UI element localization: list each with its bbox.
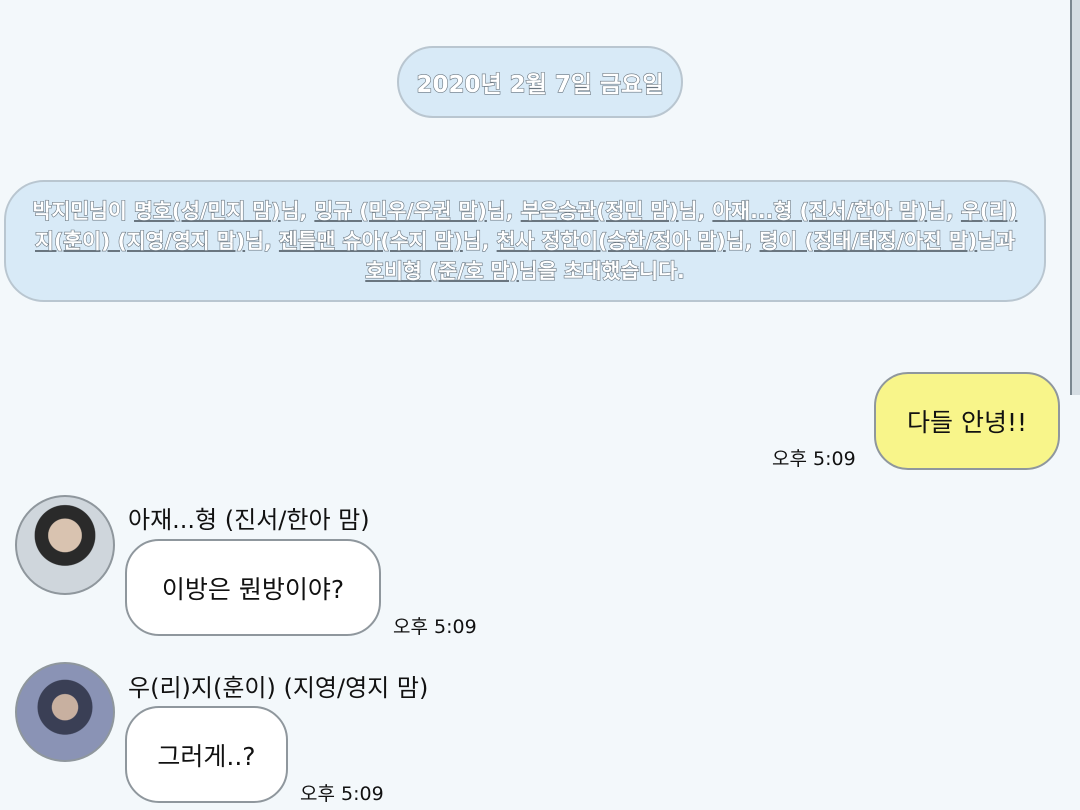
invitee-link[interactable]: 명호(성/민지 맘) [133, 198, 281, 223]
sender-name: 우(리)지(훈이) (지영/영지 맘) [128, 674, 429, 702]
invitee-link[interactable]: 밍규 (민우/우권 맘) [314, 198, 488, 223]
invitee-link[interactable]: 부은승관(정민 맘) [520, 198, 679, 223]
message-text: 이방은 뭔방이야? [161, 574, 345, 604]
scrollbar[interactable] [1070, 0, 1080, 395]
invitee-link[interactable]: 호비형 (준/호 맘) [365, 258, 520, 283]
invitee-suffix: 님, [678, 198, 713, 223]
message-text: 그러게..? [157, 741, 256, 771]
message-text: 다들 안녕!! [907, 408, 1027, 437]
my-message-bubble[interactable]: 다들 안녕!! [874, 372, 1060, 470]
invitee-link[interactable]: 천사 정한이(승한/정아 맘) [496, 228, 726, 253]
inviter: 박지민님이 [32, 198, 135, 223]
invitee-link[interactable]: 젠틀맨 슈아(수지 맘) [278, 228, 463, 253]
date-divider: 2020년 2월 7일 금요일 [397, 46, 683, 118]
invitee-link[interactable]: 아재...형 (진서/한아 맘) [712, 198, 928, 223]
invitee-suffix: 님, [462, 228, 497, 253]
invitee-suffix: 님, [725, 228, 760, 253]
date-text: 2020년 2월 7일 금요일 [416, 71, 664, 98]
invite-notice-text: 박지민님이 명호(성/민지 맘)님, 밍규 (민우/우권 맘)님, 부은승관(정… [32, 196, 1018, 286]
avatar[interactable] [15, 495, 115, 595]
sender-name: 아재...형 (진서/한아 맘) [128, 506, 370, 534]
invitee-link[interactable]: 텽이 (정태/태정/아진 맘) [759, 228, 978, 253]
invitee-link[interactable]: 우(리)지(훈이) (지영/영지 맘) [34, 198, 1018, 253]
message-time: 오후 5:09 [300, 783, 384, 805]
invitee-suffix: 님, [927, 198, 961, 223]
invitee-suffix: 님, [245, 228, 279, 253]
message-bubble[interactable]: 그러게..? [125, 706, 288, 803]
invitee-suffix: 님, [280, 198, 315, 223]
invitee-suffix: 님과 [977, 228, 1016, 253]
invite-notice: 박지민님이 명호(성/민지 맘)님, 밍규 (민우/우권 맘)님, 부은승관(정… [4, 180, 1046, 302]
avatar[interactable] [15, 662, 115, 762]
invitee-suffix: 님, [486, 198, 521, 223]
message-bubble[interactable]: 이방은 뭔방이야? [125, 539, 381, 636]
message-time: 오후 5:09 [772, 448, 856, 470]
invitee-suffix: 님을 초대했습니다. [518, 258, 685, 283]
message-time: 오후 5:09 [393, 616, 477, 638]
